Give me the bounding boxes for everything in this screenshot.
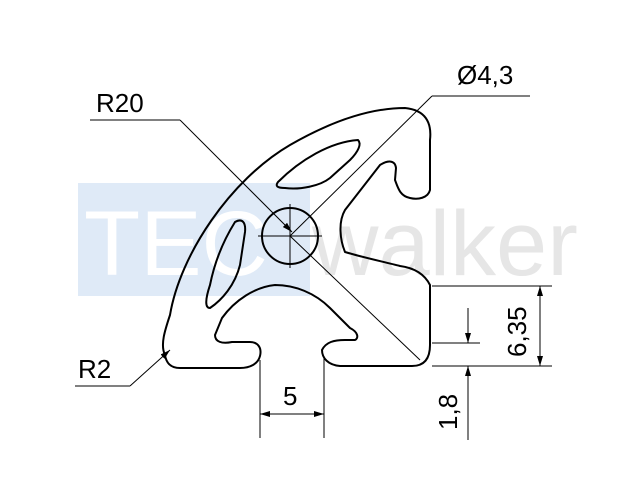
slot-width-dimension xyxy=(259,358,325,438)
r2-leader xyxy=(75,349,171,387)
slot-depth-label: 1,8 xyxy=(433,394,463,430)
diameter-leader xyxy=(289,95,530,361)
watermark-logo: TEC walker xyxy=(78,183,578,296)
upper-slot xyxy=(275,139,361,190)
r20-leader xyxy=(90,119,293,233)
outer-radius-label: R20 xyxy=(96,88,144,118)
left-slot xyxy=(205,219,247,309)
watermark-text-part2: walker xyxy=(311,193,578,295)
slot-height-dimension xyxy=(432,285,552,367)
slot-height-label: 6,35 xyxy=(502,306,532,357)
slot-width-label: 5 xyxy=(283,381,297,411)
slot-depth-dimension xyxy=(432,308,480,440)
corner-radius-label: R2 xyxy=(78,354,111,384)
watermark-text-part1: TEC xyxy=(84,193,268,295)
hole-diameter-label: Ø4,3 xyxy=(457,60,513,90)
watermark-box xyxy=(78,183,310,296)
